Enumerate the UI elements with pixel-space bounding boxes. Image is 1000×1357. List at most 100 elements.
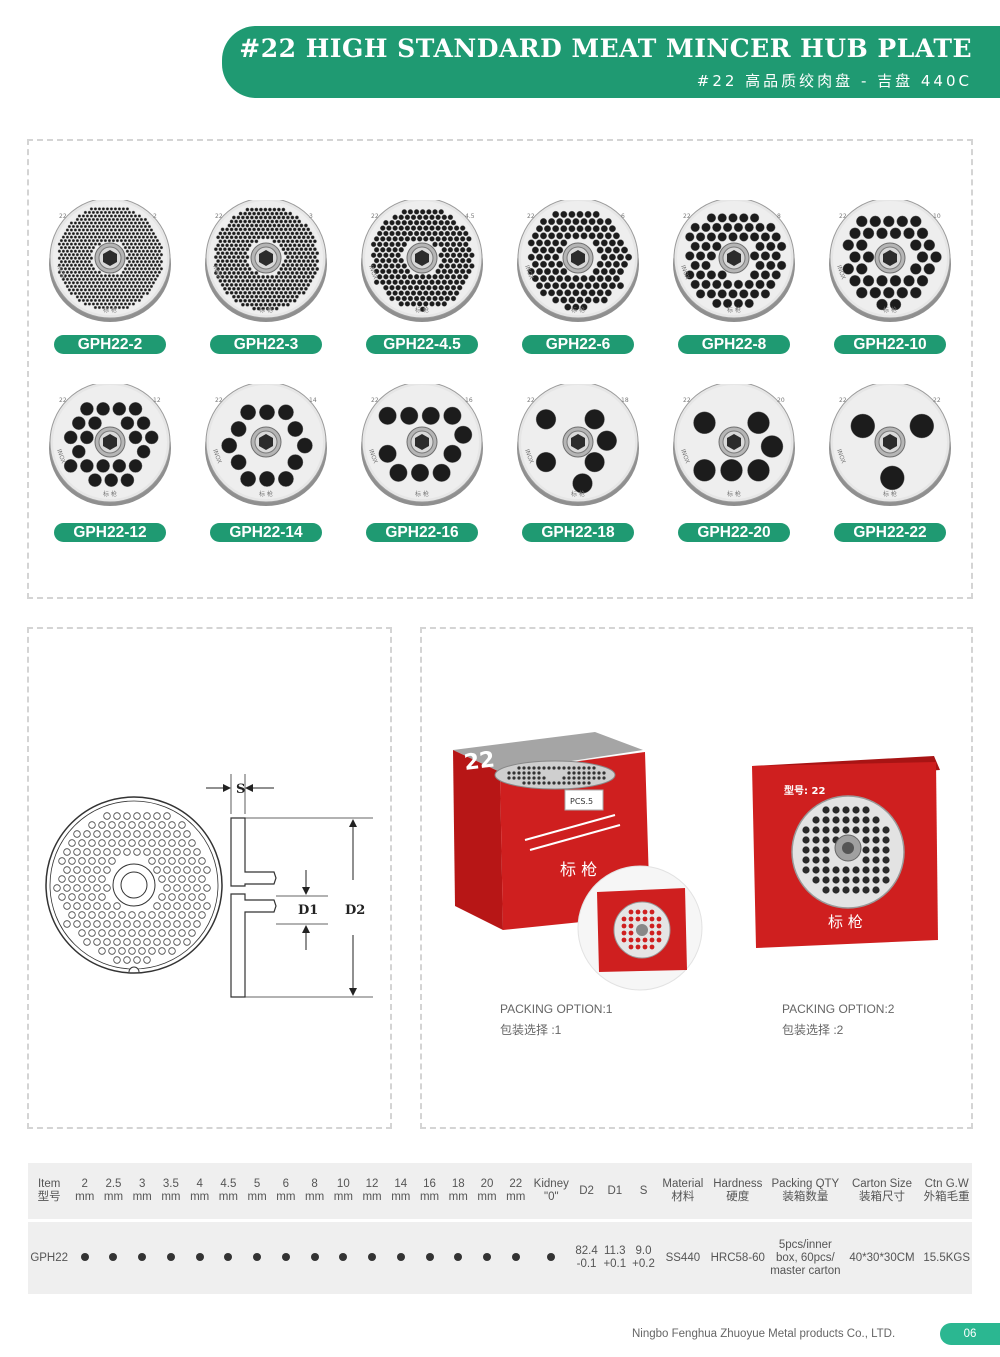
svg-text:3: 3 xyxy=(309,213,313,220)
plate-label: GPH22-20 xyxy=(678,523,790,542)
table-header-cell: D1 xyxy=(600,1163,629,1222)
header-sublabel: mm xyxy=(190,1191,210,1203)
header-label: 4 xyxy=(196,1178,203,1190)
plate-label: GPH22-16 xyxy=(366,523,478,542)
svg-text:标 枪: 标 枪 xyxy=(415,490,429,498)
box-1-inner-label: PCS.5 xyxy=(570,797,593,806)
plate-label: GPH22-2 xyxy=(54,335,166,354)
header-sublabel: mm xyxy=(247,1191,267,1203)
header-label: 20 xyxy=(480,1178,494,1190)
svg-text:INOX: INOX xyxy=(367,264,379,280)
packing-option-1-en: PACKING OPTION:1 xyxy=(500,1002,613,1016)
header-sublabel: mm xyxy=(75,1191,95,1203)
header-sublabel: "0" xyxy=(543,1191,559,1203)
size-dot xyxy=(243,1221,272,1295)
plate-label: GPH22-14 xyxy=(210,523,322,542)
svg-text:22: 22 xyxy=(527,213,535,220)
plate-label: GPH22-6 xyxy=(522,335,634,354)
page-title: #22 HIGH STANDARD MEAT MINCER HUB PLATE xyxy=(239,34,972,63)
header-sublabel: mm xyxy=(506,1191,526,1203)
packing-option-2-caption: PACKING OPTION:2 包装选择 :2 xyxy=(782,999,894,1041)
header-label: 22 xyxy=(509,1178,523,1190)
packing-option-2-cn: 包装选择 :2 xyxy=(782,1023,844,1037)
svg-text:18: 18 xyxy=(621,397,629,404)
svg-text:14: 14 xyxy=(309,397,317,404)
size-dot xyxy=(300,1221,329,1295)
svg-text:标 枪: 标 枪 xyxy=(415,306,429,314)
size-dot xyxy=(157,1221,186,1295)
svg-text:INOX: INOX xyxy=(679,448,691,464)
header-label: 3 xyxy=(138,1178,146,1190)
svg-text:22: 22 xyxy=(839,213,847,220)
plate-side-view xyxy=(230,774,373,998)
packing-panel xyxy=(420,627,973,1129)
material-cell: SS440 xyxy=(665,1251,701,1264)
d2-label: D2 xyxy=(345,903,365,918)
svg-text:标 枪: 标 枪 xyxy=(571,306,585,314)
svg-text:INOX: INOX xyxy=(679,264,691,280)
table-header-cell: D2 xyxy=(572,1163,601,1222)
header-label: Carton Size xyxy=(851,1178,913,1190)
svg-text:INOX: INOX xyxy=(835,448,847,464)
svg-text:22: 22 xyxy=(683,397,691,404)
box-1-brand: 标 枪 xyxy=(560,860,597,879)
header-label: 10 xyxy=(336,1178,350,1190)
svg-text:22: 22 xyxy=(215,397,223,404)
header-label: Packing QTY xyxy=(771,1178,840,1190)
s-label: S xyxy=(236,782,245,797)
size-dot xyxy=(501,1221,530,1295)
header-sublabel: mm xyxy=(276,1191,296,1203)
plate-front-view xyxy=(45,796,223,974)
header-sublabel: mm xyxy=(305,1191,325,1203)
plate-label: GPH22-18 xyxy=(522,523,634,542)
page-subtitle: #22 高品质绞肉盘 - 吉盘 440C xyxy=(696,72,972,90)
header-label: S xyxy=(639,1184,648,1197)
svg-text:INOX: INOX xyxy=(523,448,535,464)
size-dot xyxy=(386,1221,415,1295)
size-dot xyxy=(473,1221,502,1295)
header-label: D1 xyxy=(607,1184,623,1197)
title-banner: #22 HIGH STANDARD MEAT MINCER HUB PLATE … xyxy=(222,26,1000,98)
header-sublabel: mm xyxy=(448,1191,468,1203)
svg-text:10: 10 xyxy=(933,213,941,220)
header-sublabel: 型号 xyxy=(37,1191,61,1203)
carton-size-cell: 40*30*30CM xyxy=(849,1251,915,1264)
s-cell: 9.0 +0.2 xyxy=(632,1245,655,1270)
packing-option-2-en: PACKING OPTION:2 xyxy=(782,1002,895,1016)
svg-text:22: 22 xyxy=(527,397,535,404)
plate-label: GPH22-8 xyxy=(678,335,790,354)
plate-label: GPH22-4.5 xyxy=(366,335,478,354)
header-label: Material xyxy=(662,1178,704,1190)
packing-box-2-image: 型号: 22 标 枪 xyxy=(752,756,940,948)
packing-option-1-cn: 包装选择 :1 xyxy=(500,1023,562,1037)
svg-text:INOX: INOX xyxy=(211,448,223,464)
size-dot xyxy=(70,1221,99,1295)
product-grid-panel xyxy=(27,139,973,599)
header-label: 14 xyxy=(394,1178,408,1190)
table-header-cell: S xyxy=(628,1163,659,1222)
plate-label: GPH22-3 xyxy=(210,335,322,354)
svg-text:INOX: INOX xyxy=(835,264,847,280)
svg-text:INOX: INOX xyxy=(55,264,67,280)
header-label: Ctn G.W xyxy=(924,1178,969,1190)
gross-weight-cell: 15.5KGS xyxy=(923,1251,970,1264)
d1-label: D1 xyxy=(298,903,318,918)
size-dot xyxy=(99,1221,128,1295)
